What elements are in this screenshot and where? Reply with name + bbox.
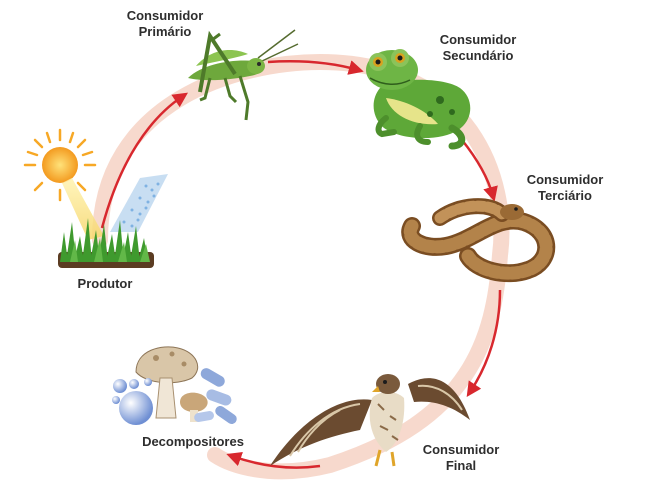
label-decomposers: Decompositores [142, 434, 244, 449]
sun-icon [23, 128, 104, 240]
bacteria-icon [112, 368, 237, 425]
label-final-consumer: Consumidor Final [422, 442, 500, 473]
snake-icon [401, 198, 556, 283]
grass-icon [58, 218, 154, 268]
arrow-primary-to-secondary [267, 60, 364, 75]
mushroom-icon [135, 346, 208, 422]
arrow-tertiary-to-final [466, 289, 502, 397]
label-primary-consumer: Consumidor Primário [126, 8, 204, 39]
frog-icon [366, 49, 471, 150]
label-producer: Produtor [77, 276, 133, 291]
grasshopper-icon [188, 29, 299, 121]
label-secondary-consumer: Consumidor Secundário [439, 32, 517, 63]
arrow-final-to-decomposers [226, 451, 321, 469]
rain-icon [110, 174, 168, 232]
hawk-icon [270, 374, 470, 467]
arrow-secondary-to-tertiary [461, 139, 498, 202]
label-tertiary-consumer: Consumidor Terciário [526, 172, 604, 203]
arrow-producer-to-primary [100, 92, 188, 229]
